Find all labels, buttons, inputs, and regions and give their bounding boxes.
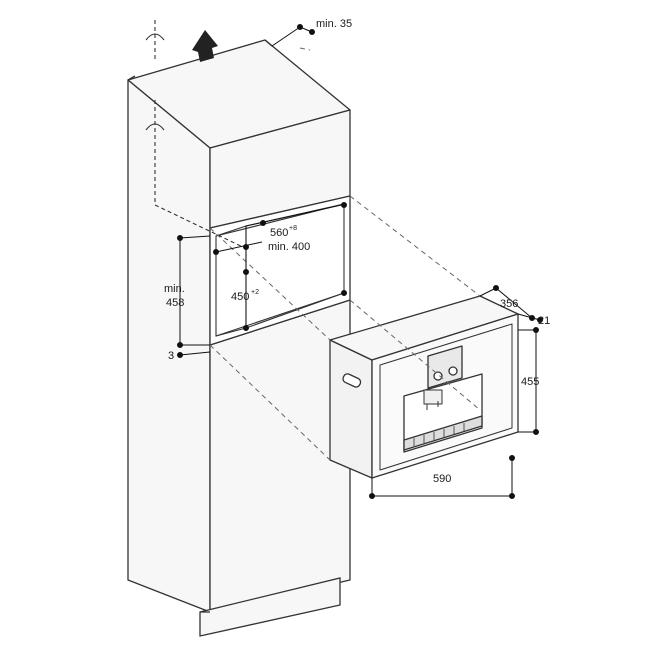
coffee-machine bbox=[329, 295, 519, 479]
dimension-lines bbox=[177, 24, 543, 499]
control-knob-right bbox=[448, 366, 458, 376]
tall-cabinet bbox=[127, 39, 351, 613]
appliance-side-handle bbox=[342, 373, 362, 388]
appliance-front-frame bbox=[379, 323, 513, 471]
control-knob-left bbox=[433, 371, 443, 381]
appliance-niche-height-label: 450 bbox=[231, 291, 249, 303]
cabinet-top-trim bbox=[264, 39, 273, 47]
top-clearance-label: min. 35 bbox=[316, 18, 352, 30]
niche-depth-label: min. 400 bbox=[268, 241, 310, 253]
appliance-height-label: 455 bbox=[521, 376, 539, 388]
niche-width-tolerance: +8 bbox=[289, 225, 297, 232]
appliance-depth-label: 356 bbox=[500, 298, 518, 310]
projection-lines bbox=[209, 47, 481, 461]
air-flow-arrow-icon bbox=[192, 30, 218, 62]
niche-height-label-line2: 458 bbox=[166, 297, 184, 309]
appliance-niche-height-tolerance: +2 bbox=[251, 289, 259, 296]
bottom-gap-label: 3 bbox=[168, 350, 174, 362]
cabinet-plinth bbox=[199, 577, 341, 637]
niche-width-label: 560 bbox=[270, 227, 288, 239]
appliance-side-face bbox=[329, 339, 373, 479]
dispenser-spout bbox=[423, 389, 443, 405]
drip-tray bbox=[403, 415, 483, 451]
ventilation-marks bbox=[145, 20, 246, 249]
cabinet-front-lower bbox=[209, 299, 351, 613]
niche-height-label-line1: min. bbox=[164, 283, 185, 295]
appliance-width-label: 590 bbox=[433, 473, 451, 485]
front-panel-depth-label: 21 bbox=[538, 315, 550, 327]
cabinet-left-face bbox=[127, 79, 211, 613]
